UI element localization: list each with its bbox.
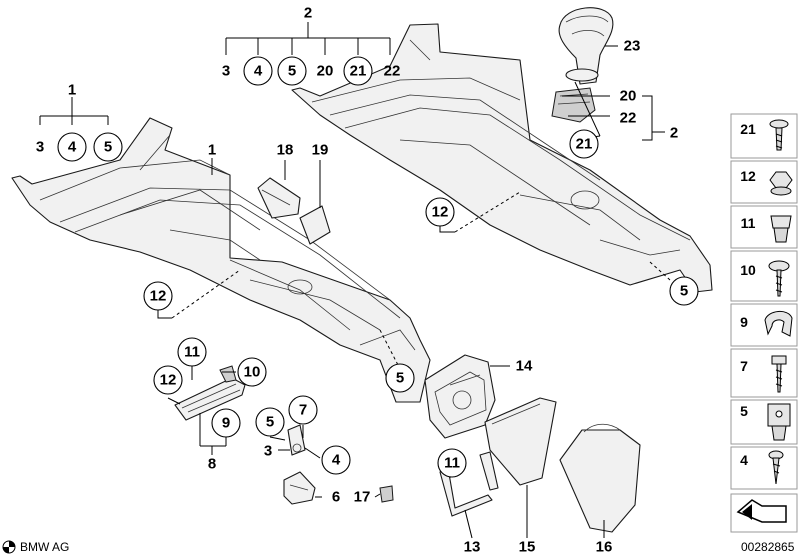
fastener-label-21: 21 xyxy=(740,121,756,137)
callout-3b: 3 xyxy=(222,63,230,80)
brand-label: BMW AG xyxy=(20,540,69,554)
lid-16[interactable] xyxy=(559,423,641,533)
fastener-row-5[interactable]: 5 xyxy=(730,399,798,445)
fastener-label-9: 9 xyxy=(740,314,748,330)
callout-12b: 12 xyxy=(432,204,449,221)
callout-12a: 12 xyxy=(150,288,167,305)
callout-7a: 7 xyxy=(299,402,307,419)
callout-5d: 5 xyxy=(680,283,688,300)
fastener-row-7[interactable]: 7 xyxy=(730,348,798,398)
storage-frame-14[interactable] xyxy=(424,354,496,439)
callout-4b: 4 xyxy=(254,63,263,80)
callout-4a: 4 xyxy=(68,139,77,156)
callout-1-top: 1 xyxy=(68,82,76,99)
trim-panel-18[interactable] xyxy=(257,177,301,219)
bracket-3[interactable] xyxy=(287,424,306,456)
fastener-label-10: 10 xyxy=(740,262,756,278)
footer: BMW AG 00282865 xyxy=(2,540,795,554)
cover-15[interactable] xyxy=(484,397,557,486)
screw-washer-icon xyxy=(768,260,790,297)
fastener-row-10[interactable]: 10 xyxy=(730,250,798,302)
callout-3c: 3 xyxy=(264,443,272,460)
callout-23: 23 xyxy=(624,38,641,55)
tapping-screw-icon xyxy=(768,450,784,485)
callout-11b: 11 xyxy=(444,455,460,472)
screw-icon xyxy=(771,355,787,393)
callout-13: 13 xyxy=(464,539,481,556)
bracket-8[interactable] xyxy=(174,365,246,421)
callout-2-right: 2 xyxy=(670,125,678,142)
fastener-row-9[interactable]: 9 xyxy=(730,303,798,347)
fastener-row-21[interactable]: 21 xyxy=(730,113,798,159)
callout-14: 14 xyxy=(516,358,533,375)
fastener-label-11: 11 xyxy=(741,215,756,231)
fastener-row-11[interactable]: 11 xyxy=(730,205,798,249)
gear-knob[interactable] xyxy=(558,7,614,85)
nut-icon xyxy=(769,171,793,196)
shift-bracket[interactable] xyxy=(551,87,596,123)
callout-22b: 22 xyxy=(620,110,637,127)
callout-4c: 4 xyxy=(332,452,341,469)
fastener-label-4: 4 xyxy=(740,452,748,468)
callout-18: 18 xyxy=(277,142,294,159)
callout-5c: 5 xyxy=(396,370,404,387)
callout-21a: 21 xyxy=(350,63,367,80)
callout-6: 6 xyxy=(332,489,340,506)
callout-19: 19 xyxy=(312,142,329,159)
fastener-row-12[interactable]: 12 xyxy=(730,160,798,204)
fastener-label-5: 5 xyxy=(740,403,748,419)
callout-10a: 10 xyxy=(244,364,261,381)
callout-8: 8 xyxy=(208,456,216,473)
holder-6[interactable] xyxy=(283,471,316,505)
clip-icon xyxy=(764,311,793,337)
callout-20b: 20 xyxy=(620,88,637,105)
fastener-label-12: 12 xyxy=(740,168,756,184)
trim-panel-19[interactable] xyxy=(299,205,331,245)
screw-flange-icon xyxy=(769,119,789,151)
callout-15: 15 xyxy=(519,539,536,556)
callout-17: 17 xyxy=(354,489,371,506)
fastener-panel: 21 12 11 10 xyxy=(730,113,798,533)
callout-16: 16 xyxy=(596,539,613,556)
callout-1-mid: 1 xyxy=(208,142,216,159)
callout-21b: 21 xyxy=(576,136,593,153)
callout-12c: 12 xyxy=(160,372,177,389)
callout-20a: 20 xyxy=(317,63,334,80)
callout-5a: 5 xyxy=(104,139,112,156)
callout-2-top: 2 xyxy=(304,5,312,22)
fastener-label-7: 7 xyxy=(740,358,748,374)
callout-9a: 9 xyxy=(222,415,230,432)
center-console-left[interactable] xyxy=(11,117,431,403)
orientation-arrow-icon xyxy=(730,493,798,533)
spring-nut-icon xyxy=(767,403,791,441)
callout-5e: 5 xyxy=(266,414,274,431)
expanding-nut-icon xyxy=(770,215,792,243)
leader-lines xyxy=(39,22,671,539)
callout-3a: 3 xyxy=(36,139,44,156)
center-console-right[interactable] xyxy=(291,23,713,293)
clip-17[interactable] xyxy=(379,485,394,503)
callouts: 1 3 4 5 1 2 3 4 5 20 21 22 23 20 22 21 2… xyxy=(36,5,699,556)
bmw-logo-icon xyxy=(2,540,16,554)
fastener-row-4[interactable]: 4 xyxy=(730,446,798,490)
callout-5b: 5 xyxy=(288,63,296,80)
callout-22a: 22 xyxy=(384,63,401,80)
callout-11a: 11 xyxy=(184,344,200,361)
doc-number: 00282865 xyxy=(741,540,795,554)
